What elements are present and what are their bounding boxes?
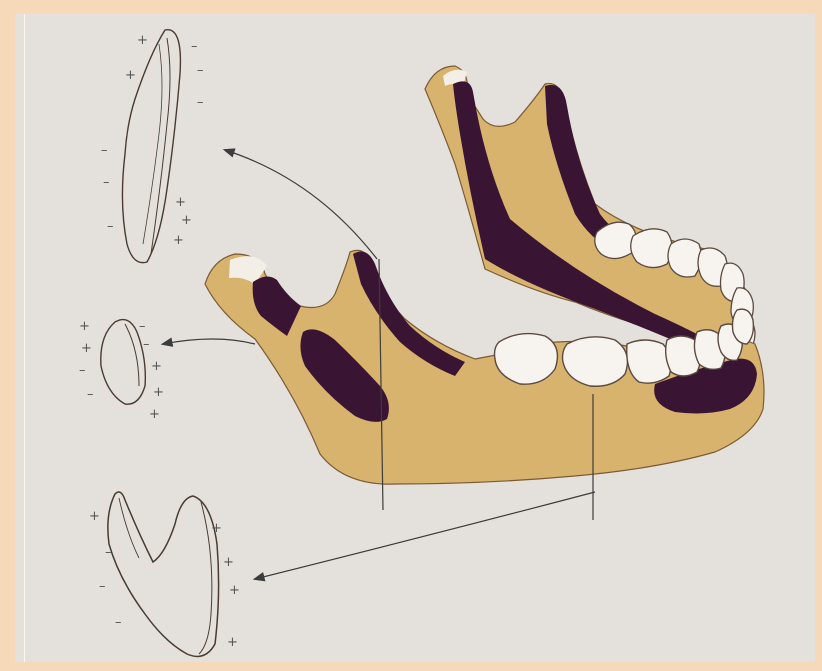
minus-sign: – (87, 387, 94, 402)
plus-sign: + (149, 407, 160, 422)
arrow-to-body-section (255, 492, 595, 579)
minus-sign: – (105, 545, 112, 560)
plus-sign: + (223, 555, 234, 570)
minus-sign: – (99, 579, 106, 594)
minus-sign: – (79, 363, 86, 378)
plus-sign: + (175, 195, 186, 210)
rear-tooth (668, 239, 701, 277)
minus-sign: – (139, 319, 146, 334)
cross-section-angle-signs: + – + – – + – + + (79, 319, 164, 422)
minus-sign: – (107, 219, 114, 234)
plus-sign: + (137, 33, 148, 48)
plus-sign: + (181, 213, 192, 228)
plus-sign: + (89, 509, 100, 524)
plus-sign: + (125, 68, 136, 83)
minus-sign: – (101, 143, 108, 158)
plus-sign: + (211, 521, 222, 536)
plus-sign: + (81, 341, 92, 356)
mandible-illustration: + – + – – – – + + – + + – + – – + – + + … (15, 14, 815, 662)
cross-section-outline (108, 492, 219, 656)
plus-sign: + (227, 635, 238, 650)
minus-sign: – (197, 95, 204, 110)
arrow-to-ramus-section (225, 150, 377, 259)
front-tooth (627, 340, 671, 383)
cross-section-outline (122, 30, 180, 263)
minus-sign: – (103, 175, 110, 190)
plus-sign: + (173, 233, 184, 248)
plus-sign: + (79, 319, 90, 334)
plus-sign: + (229, 583, 240, 598)
minus-sign: – (143, 337, 150, 352)
cross-section-body (108, 492, 219, 656)
cross-section-inner-line (143, 44, 162, 244)
cross-section-ramus (122, 30, 180, 263)
rear-mandible-half (425, 66, 755, 356)
rear-tooth (631, 229, 672, 268)
plus-sign: + (151, 359, 162, 374)
cross-section-ramus-signs: + – + – – – – + + – + (101, 33, 204, 248)
minus-sign: – (115, 615, 122, 630)
arrow-to-angle-section (163, 339, 255, 344)
cross-section-inner-line (119, 498, 139, 558)
cross-section-inner-line (199, 502, 212, 654)
front-tooth (733, 309, 754, 344)
minus-sign: – (191, 39, 198, 54)
plus-sign: + (153, 385, 164, 400)
minus-sign: – (197, 63, 204, 78)
